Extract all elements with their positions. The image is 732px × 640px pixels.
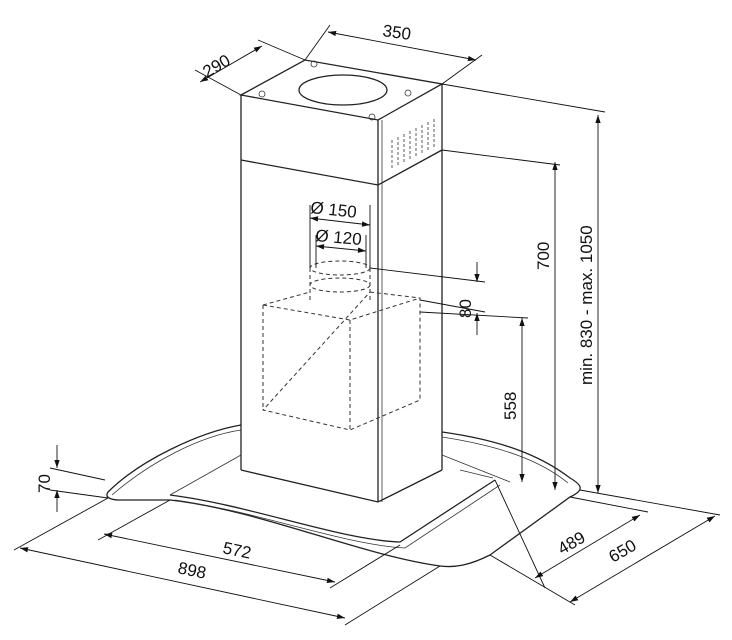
dim-canopy-thickness: 70 bbox=[35, 474, 54, 493]
dim-total-depth: 650 bbox=[606, 536, 640, 567]
dim-top-width: 350 bbox=[381, 21, 412, 44]
dim-duct-offset: 80 bbox=[456, 299, 475, 318]
dim-outlet-inner: Ø 120 bbox=[315, 226, 363, 249]
dim-top-depth: 290 bbox=[200, 51, 234, 82]
dim-outlet-outer: Ø 150 bbox=[310, 198, 358, 222]
glass-canopy bbox=[106, 424, 581, 568]
internal-duct bbox=[262, 260, 421, 431]
dim-inner-depth: 489 bbox=[555, 528, 589, 559]
dim-chimney-lower: 558 bbox=[501, 392, 520, 420]
dimension-lines bbox=[13, 24, 721, 626]
vent-grille bbox=[391, 119, 435, 170]
dim-chimney-upper: 700 bbox=[534, 242, 553, 270]
dim-total-height: min. 830 - max. 1050 bbox=[577, 225, 596, 385]
dim-total-width: 898 bbox=[176, 558, 208, 582]
chimney bbox=[239, 59, 444, 503]
